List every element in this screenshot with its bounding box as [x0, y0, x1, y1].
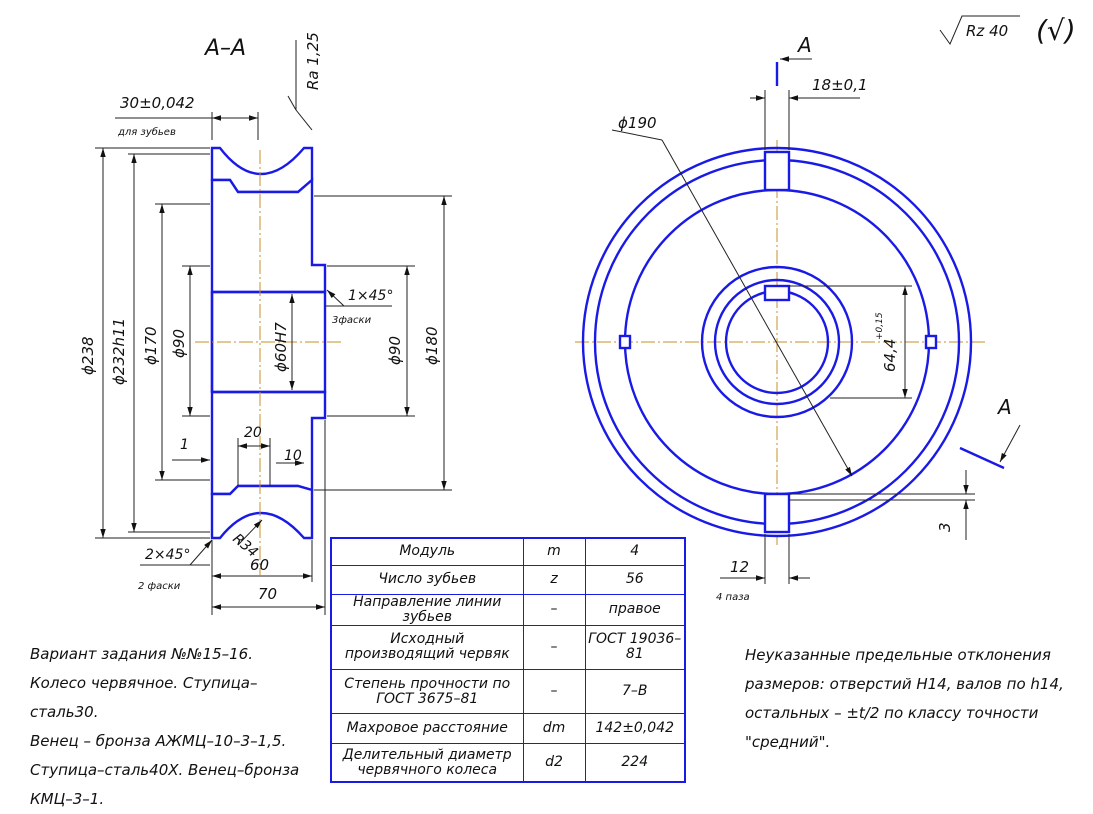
table-row: Направление линии зубьев – правое [330, 593, 686, 626]
note-line: КМЦ–3–1. [30, 790, 105, 808]
param-name: Исходный производящий червяк [330, 624, 524, 671]
dim-d180: ϕ180 [423, 326, 441, 365]
dim-12: 12 [730, 558, 749, 576]
dim-30-note: для зубьев [117, 126, 176, 138]
dim-70: 70 [258, 585, 277, 603]
param-value: 7–В [584, 669, 686, 715]
note-line: остальных – ±t/2 по классу точности [745, 704, 1039, 722]
dim-chamfer-2: 2×45° [145, 547, 190, 563]
dim-60: 60 [250, 556, 269, 574]
dim-d190: ϕ190 [618, 114, 657, 132]
param-value: 224 [584, 743, 686, 783]
param-name: Делительный диаметр червячного колеса [330, 743, 524, 783]
table-row: Степень прочности по ГОСТ 3675–81 – 7–В [330, 669, 686, 715]
param-value: ГОСТ 19036–81 [584, 624, 686, 671]
section-title: А–А [203, 36, 246, 61]
roughness-symbol: Ra 1,25 [287, 32, 322, 131]
dim-30: 30±0,042 [120, 94, 195, 112]
dim-d60: ϕ60H7 [272, 322, 290, 372]
param-value: 4 [584, 537, 686, 566]
general-roughness-mark: (√) [1036, 14, 1076, 47]
table-row: Модуль m 4 [330, 537, 686, 566]
dim-d90-right: ϕ90 [386, 336, 404, 365]
param-value: 56 [584, 564, 686, 595]
note-line: Колесо червячное. Ступица–сталь30. [30, 674, 258, 721]
table-row: Число зубьев z 56 [330, 564, 686, 595]
dim-keyway: 64,4 [881, 339, 899, 372]
section-mark-top: А [796, 33, 812, 57]
hub-inner-circle [713, 278, 841, 406]
param-symbol: m [522, 537, 586, 566]
front-view: Rz 40 (√) А А 18±0,1 [575, 14, 1076, 603]
param-symbol: z [522, 564, 586, 595]
outer-circle [581, 146, 973, 538]
table-row: Исходный производящий червяк – ГОСТ 1903… [330, 624, 686, 671]
param-symbol: – [522, 624, 586, 671]
note-line: Ступица–сталь40Х. Венец–бронза [30, 761, 300, 779]
dim-chamfer-1-note: 3фаски [332, 315, 372, 326]
section-view: А–А Ra 1,25 30±0,042 для зубьев [79, 32, 452, 615]
section-mark-right: А [996, 395, 1012, 419]
notes-left: Вариант задания №№15–16. Колесо червячно… [30, 640, 325, 814]
param-symbol: – [522, 669, 586, 715]
technical-drawing: А–А Ra 1,25 30±0,042 для зубьев [79, 14, 1076, 615]
lower-rim [210, 484, 314, 540]
dim-12-note: 4 паза [716, 592, 750, 603]
upper-hub [210, 177, 327, 294]
dim-20: 20 [244, 425, 262, 441]
lower-hub [210, 390, 327, 496]
param-name: Степень прочности по ГОСТ 3675–81 [330, 669, 524, 715]
hub-circle [700, 265, 854, 419]
dim-1: 1 [180, 437, 189, 453]
param-value: 142±0,042 [584, 713, 686, 745]
table-row: Делительный диаметр червячного колеса d2… [330, 743, 686, 783]
param-symbol: – [522, 593, 586, 626]
dim-3: 3 [936, 522, 954, 532]
dim-chamfer-1: 1×45° [348, 288, 393, 304]
param-name: Число зубьев [330, 564, 524, 595]
dim-d232: ϕ232h11 [110, 318, 128, 385]
general-roughness-label: Rz 40 [966, 22, 1008, 40]
param-symbol: d2 [522, 743, 586, 783]
param-name: Махровое расстояние [330, 713, 524, 745]
param-value: правое [584, 593, 686, 626]
note-line: Вариант задания №№15–16. [30, 645, 253, 663]
notes-right: Неуказанные предельные отклонения размер… [745, 641, 1085, 757]
roughness-label: Ra 1,25 [304, 32, 322, 90]
note-line: "средний". [745, 733, 831, 751]
table-row: Махровое расстояние dm 142±0,042 [330, 713, 686, 745]
dim-chamfer-2-note: 2 фаски [138, 581, 181, 592]
dim-keyway-tol: +0,15 [875, 312, 885, 340]
dim-d170: ϕ170 [142, 326, 160, 365]
dim-10: 10 [284, 448, 302, 464]
dim-d238: ϕ238 [79, 336, 97, 375]
param-name: Модуль [330, 537, 524, 566]
note-line: Неуказанные предельные отклонения [745, 646, 1051, 664]
dim-d90-left: ϕ90 [170, 329, 188, 358]
note-line: размеров: отверстий Н14, валов по h14, [745, 675, 1064, 693]
param-name: Направление линии зубьев [330, 593, 524, 626]
gear-parameters-table: Модуль m 4 Число зубьев z 56 Направление… [330, 537, 686, 783]
note-line: Венец – бронза АЖМЦ–10–3–1,5. [30, 732, 287, 750]
dim-slot-width: 18±0,1 [812, 76, 868, 94]
param-symbol: dm [522, 713, 586, 745]
general-roughness: Rz 40 (√) [939, 14, 1076, 47]
